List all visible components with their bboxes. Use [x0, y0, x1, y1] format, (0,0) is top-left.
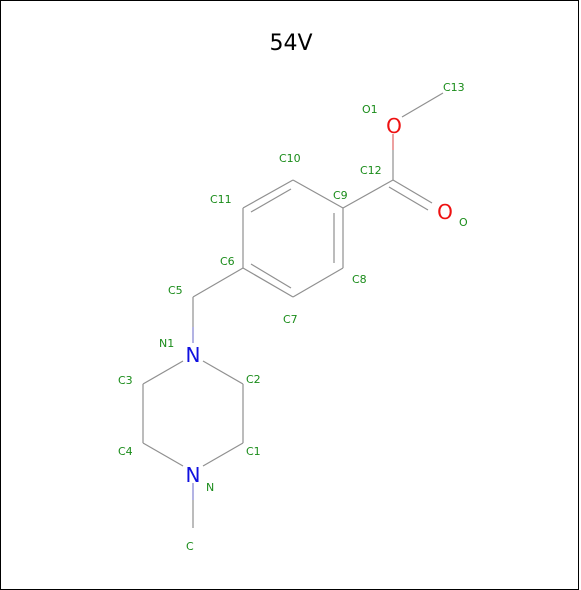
atom-n1-symbol: N: [186, 343, 201, 367]
atom-label-c4: C4: [118, 445, 133, 458]
element-symbols: N N O O: [186, 114, 453, 487]
atom-label-c10: C10: [279, 152, 301, 165]
bond-c9-c12: [342, 179, 394, 209]
bond-c12-o-a: [392, 179, 433, 204]
atom-label-c1: C1: [246, 445, 261, 458]
bond-n1-c2: [202, 360, 244, 385]
bonds: [142, 92, 444, 528]
atom-o-symbol: O: [437, 200, 453, 224]
atom-label-n: N: [206, 481, 214, 494]
bond-c6-c7-inner: [250, 263, 292, 289]
atom-label-c5: C5: [168, 284, 183, 297]
atom-label-c13: C13: [443, 81, 465, 94]
molecule-title: 54V: [269, 31, 312, 56]
atom-n-symbol: N: [186, 463, 201, 487]
bond-c1-n: [202, 442, 244, 467]
atom-label-c12: C12: [360, 164, 382, 177]
bond-c10-c9: [292, 179, 344, 209]
atom-label-c8: C8: [352, 273, 367, 286]
atom-o1-symbol: O: [386, 114, 402, 138]
atom-label-c: C: [186, 540, 194, 553]
bond-c11-c10: [242, 179, 294, 209]
atom-label-o1: O1: [362, 103, 378, 116]
bond-c6-c5: [192, 267, 244, 298]
atom-label-c2: C2: [246, 373, 261, 386]
atom-label-c7: C7: [283, 313, 298, 326]
atom-label-c6: C6: [220, 255, 235, 268]
bond-c7-c6: [242, 267, 294, 298]
atom-label-c11: C11: [210, 193, 232, 206]
bond-c10-c11-inner: [250, 188, 292, 213]
atom-label-n1: N1: [159, 337, 174, 350]
atom-labels: C13 O1 C10 C12 C11 C9 O C6 C8 C5 C7 N1 C…: [118, 81, 468, 553]
bond-c3-n1: [142, 360, 184, 385]
bond-o1-c13: [401, 92, 444, 118]
atom-label-o: O: [459, 216, 468, 229]
atom-label-c3: C3: [118, 374, 133, 387]
bond-c12-o-b: [388, 186, 429, 211]
bond-n-c4: [142, 442, 184, 467]
atom-label-c9: C9: [333, 189, 348, 202]
bond-c8-c7: [292, 267, 344, 298]
